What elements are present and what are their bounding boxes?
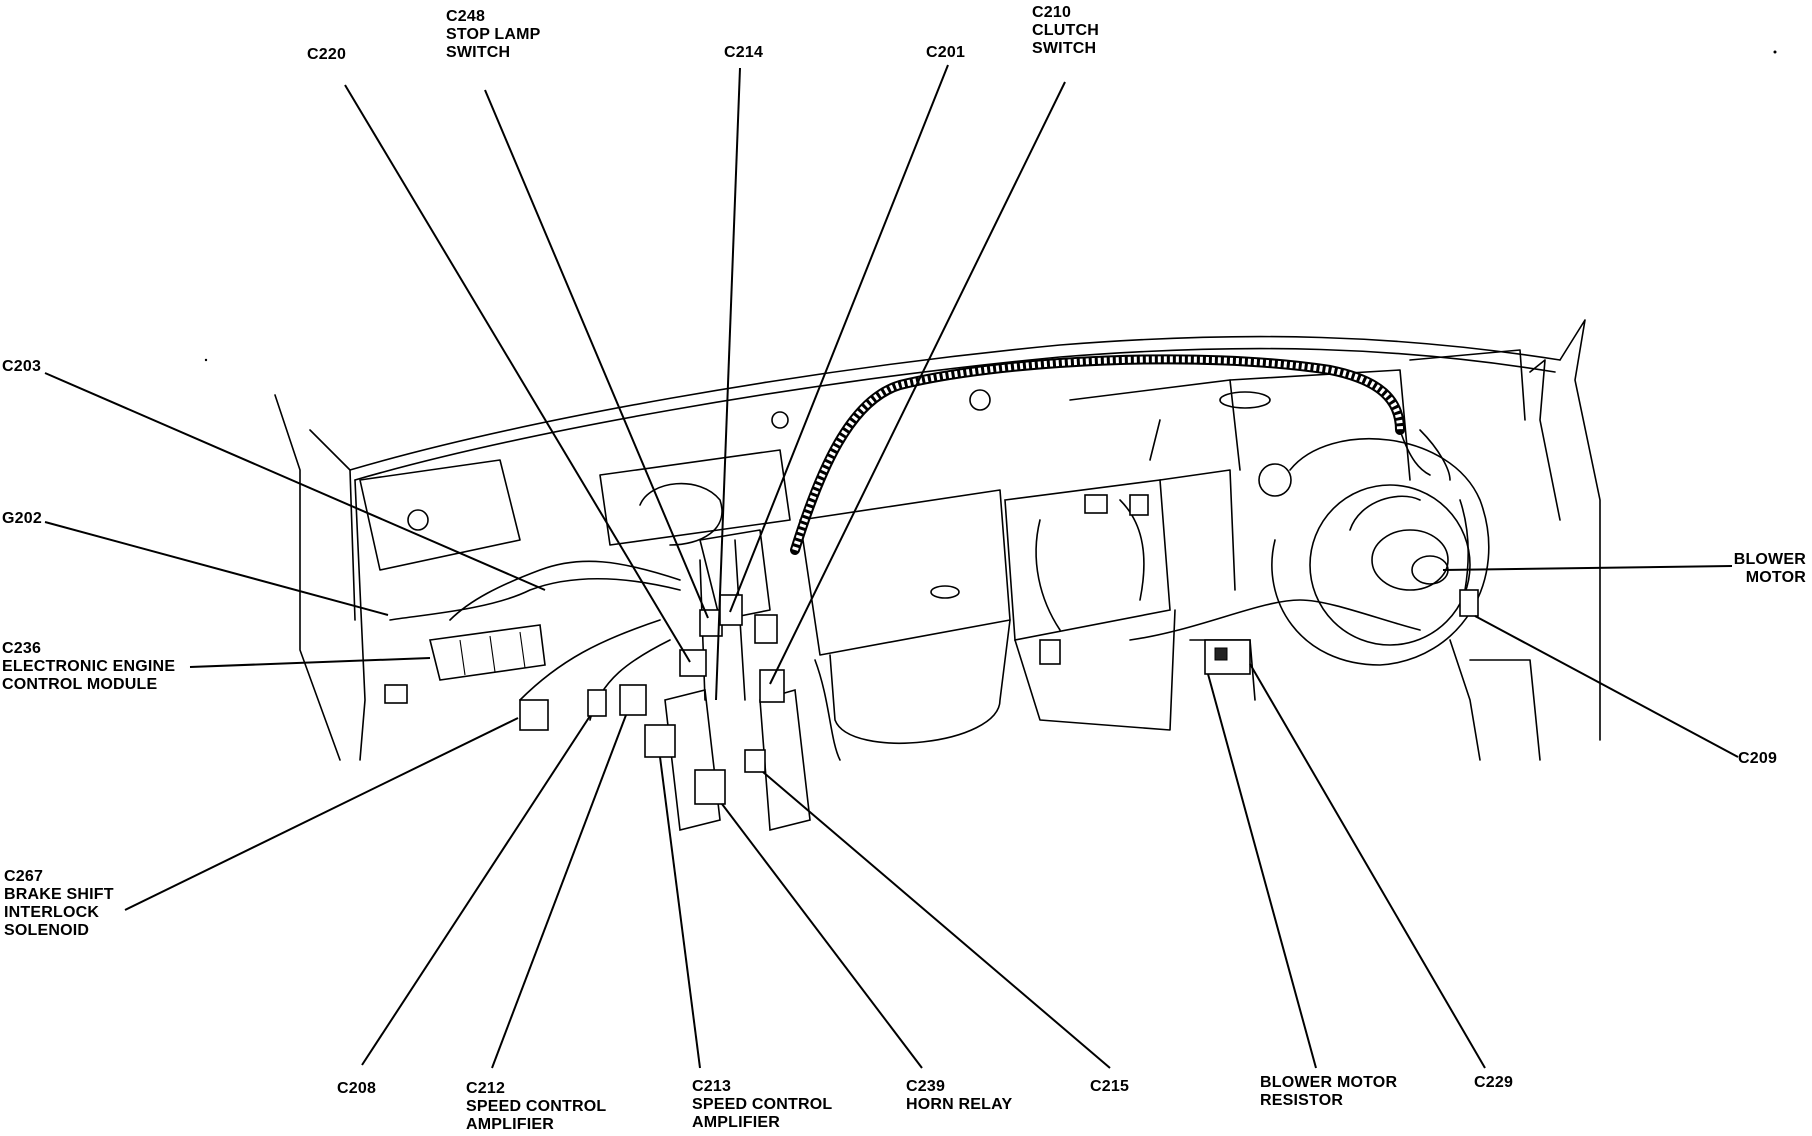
label-c239: C239 HORN RELAY (906, 1078, 1013, 1113)
dashboard-body (274, 319, 1601, 832)
leader-c236 (189, 657, 431, 668)
leader-c203 (44, 372, 546, 591)
c212-connector (619, 684, 647, 716)
heater-connector (1039, 639, 1061, 665)
label-c210: C210 CLUTCH SWITCH (1032, 4, 1099, 57)
label-blower-motor: BLOWER MOTOR (1733, 551, 1806, 586)
leader-c208 (361, 715, 591, 1066)
blower-motor-resistor (1204, 639, 1251, 675)
leader-c210 (769, 81, 1066, 685)
leader-c201 (729, 64, 949, 613)
c201-connector (754, 614, 778, 644)
label-c208: C208 (337, 1080, 377, 1097)
label-blower-motor-resistor: BLOWER MOTOR RESISTOR (1260, 1074, 1398, 1109)
label-c209: C209 (1738, 750, 1778, 767)
label-c201: C201 (926, 44, 966, 61)
leader-lines (44, 64, 1739, 1069)
connectors (384, 494, 1479, 805)
label-c203: C203 (2, 358, 42, 375)
label-g202: G202 (2, 510, 42, 527)
leader-c213 (659, 756, 701, 1069)
label-c213: C213 SPEED CONTROL AMPLIFIER (692, 1078, 833, 1131)
c208-connector (587, 689, 607, 717)
label-c212: C212 SPEED CONTROL AMPLIFIER (466, 1080, 607, 1133)
c209-connector (1459, 589, 1479, 617)
leader-c215 (762, 771, 1111, 1069)
c239-horn-relay (694, 769, 726, 805)
label-c215: C215 (1090, 1078, 1130, 1095)
leader-blower-motor-resistor (1207, 673, 1317, 1069)
leader-c212 (491, 714, 627, 1069)
leader-c229 (1249, 663, 1486, 1069)
leader-c248 (484, 89, 709, 619)
c220-connector (679, 649, 707, 677)
label-c248: C248 STOP LAMP SWITCH (446, 8, 541, 61)
label-c267: C267 BRAKE SHIFT INTERLOCK SOLENOID (4, 868, 114, 939)
leader-c214 (715, 67, 741, 701)
c215-connector (744, 749, 766, 773)
label-c236: C236 ELECTRONIC ENGINE CONTROL MODULE (2, 640, 176, 693)
c213-connector (644, 724, 676, 758)
label-c214: C214 (724, 44, 764, 61)
main-harness (389, 354, 1470, 721)
g202-ground (384, 684, 408, 704)
label-c220: C220 (307, 46, 347, 63)
leader-blower-motor (1442, 565, 1733, 571)
leader-c220 (344, 84, 691, 663)
label-c229: C229 (1474, 1074, 1514, 1091)
electronic-engine-control-module (429, 624, 546, 681)
leader-c209 (1474, 615, 1739, 758)
leader-g202 (44, 521, 389, 616)
c210-connector (759, 669, 785, 703)
leader-c239 (721, 803, 923, 1069)
c267-connector (519, 699, 549, 731)
leader-c267 (124, 717, 519, 911)
